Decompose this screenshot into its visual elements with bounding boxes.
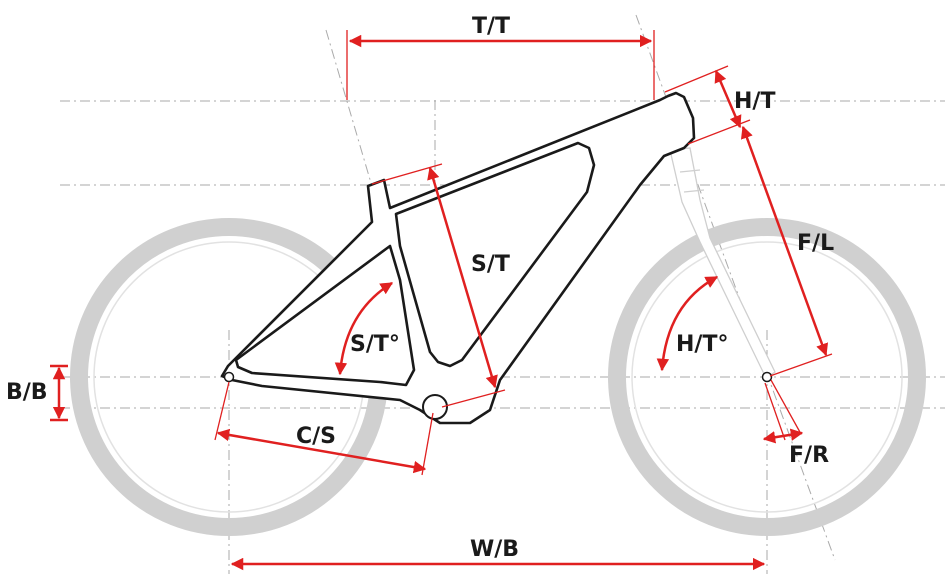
bottom-bracket-drop-dimension: [50, 364, 68, 422]
seat-tube-angle-arc: [334, 281, 394, 376]
wheelbase-label: W/B: [470, 537, 519, 562]
head-tube-label: H/T: [734, 89, 775, 114]
top-tube-dimension: [346, 30, 655, 100]
chainstay-label: C/S: [296, 424, 336, 449]
seat-tube-dimension: [371, 163, 506, 408]
head-tube-angle-arc: [656, 275, 719, 372]
fork-rake-label: F/R: [789, 443, 829, 468]
fork-length-label: F/L: [797, 231, 834, 256]
steering-axis-guide: [635, 14, 836, 561]
seat-tube-label: S/T: [471, 252, 510, 277]
chainstay-dimension: [214, 381, 434, 476]
seat-tube-angle-label: S/T°: [350, 332, 400, 357]
bottom-bracket-drop-label: B/B: [6, 380, 48, 405]
top-tube-label: T/T: [472, 14, 510, 39]
bottom-bracket-shell: [422, 394, 448, 420]
head-tube-angle-label: H/T°: [676, 332, 728, 357]
fork-length-dimension: [740, 125, 833, 377]
head-tube-dimension: [664, 65, 751, 145]
fork-rake-dimension: [762, 379, 804, 444]
rear-axle: [223, 371, 235, 383]
